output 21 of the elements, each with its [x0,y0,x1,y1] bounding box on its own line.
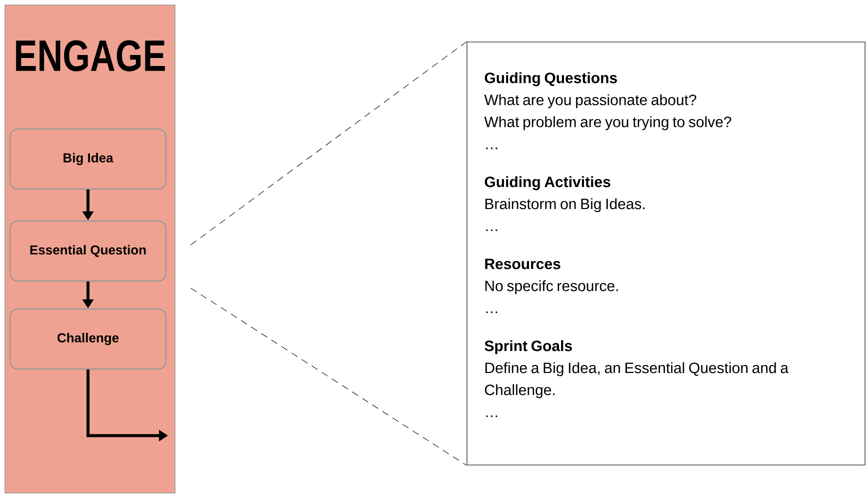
node-label: Sprint Goals [484,340,572,354]
node-label: What problem are you trying to solve? [484,116,732,130]
node-label: What are you passionate about? [484,94,696,108]
node-label: … [486,311,498,314]
stage-title: ENGAGE [16,40,165,72]
node-label: … [486,415,498,418]
step-box: Essential Question [9,220,167,282]
node-label: Guiding Activities [484,176,610,190]
node-label: … [486,229,498,232]
step-box: Challenge [9,308,167,370]
node-label: No specifc resource. [485,280,618,294]
detail-box [466,42,866,466]
node-label: Define a Big Idea, an Essential Question and a Challenge. [484,362,789,398]
node-label: Brainstorm on Big Ideas. [485,198,645,212]
node-label: Resources [485,258,560,270]
zoom-line [190,288,467,466]
node-label: Guiding Questions [484,72,617,86]
zoom-line [190,41,467,246]
detail-text: Guiding Questions What are you passionate about? What problem are you trying to solve? … Guiding Activities Brainstorm on Big Ideas. … Resources No specifc resource. … Sprint Goals Define a Big Idea, an Essential Question and a Challenge. … [484,72,788,418]
step-box: Big Idea [9,128,167,190]
node-label: … [486,147,498,150]
